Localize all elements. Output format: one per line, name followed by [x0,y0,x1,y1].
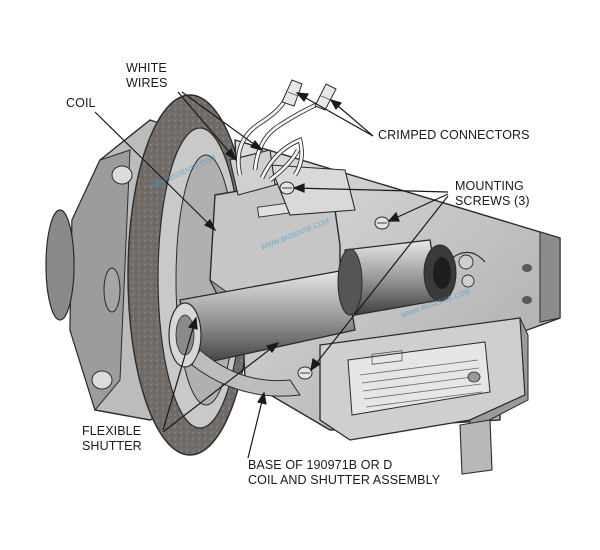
label-white-wires: WHITE WIRES [126,61,167,91]
label-crimped-connectors-text: CRIMPED CONNECTORS [378,128,530,142]
label-mounting-screws-line-2: SCREWS (3) [455,194,530,208]
label-base-assembly-line-2: COIL AND SHUTTER ASSEMBLY [248,473,441,487]
label-base-assembly-line-1: BASE OF 190971B OR D [248,458,393,472]
label-plate [347,341,491,416]
label-flexible-shutter: FLEXIBLE SHUTTER [82,424,142,454]
label-flexible-shutter-line-1: FLEXIBLE [82,424,142,438]
label-white-wires-line-2: WIRES [126,76,168,90]
white-wires [236,98,319,182]
label-base-assembly: BASE OF 190971B OR D COIL AND SHUTTER AS… [248,458,440,488]
label-flexible-shutter-line-2: SHUTTER [82,439,142,453]
label-crimped-connectors: CRIMPED CONNECTORS [378,128,530,143]
label-mounting-screws-line-1: MOUNTING [455,179,524,193]
label-white-wires-line-1: WHITE [126,61,167,75]
leader-lines [94,91,449,459]
label-mounting-screws: MOUNTING SCREWS (3) [455,179,530,209]
flexible-shutter [168,269,356,397]
label-coil-text: COIL [66,96,96,110]
label-coil: COIL [66,96,96,111]
crimped-connectors [281,79,337,111]
